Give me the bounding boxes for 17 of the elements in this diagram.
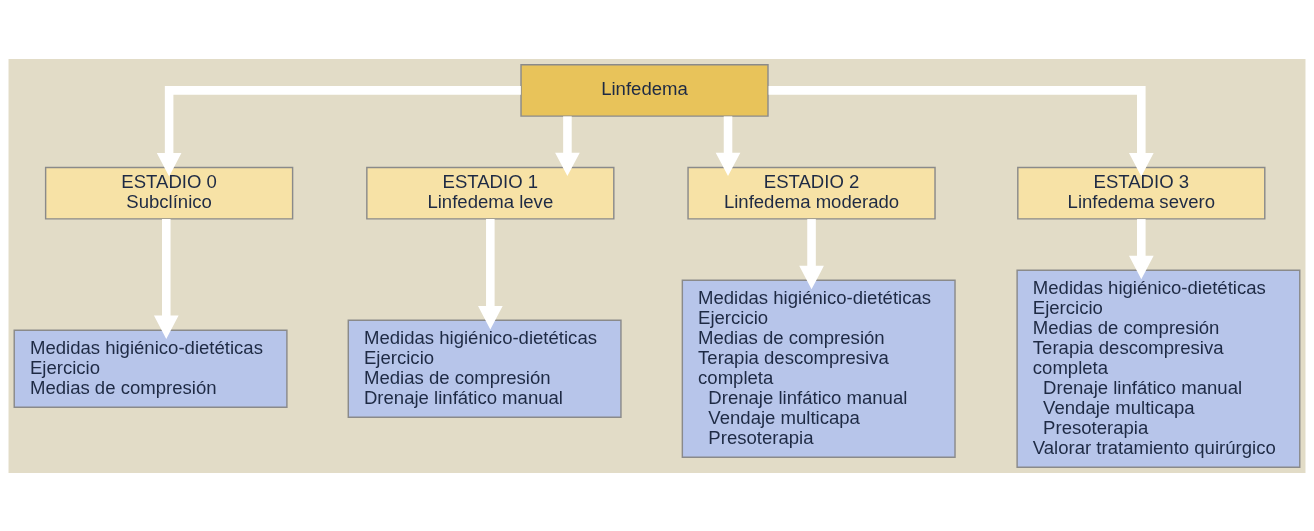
node-box: ESTADIO 0 Subclínico [44,166,294,220]
arrow [715,115,741,176]
arrow [1129,218,1154,279]
node-box: Medidas higiénico-dietéticas Ejercicio Medias de compresión Drenaje linfático manual [347,319,622,418]
node-box: Medidas higiénico-dietéticas Ejercicio Medias de compresión Terapia descompresiva completa Drenaje linfático manual Vendaje multicapa Presoterapia Valorar tratamiento quirúrgico [1016,269,1301,468]
node-box: ESTADIO 1 Linfedema leve [366,166,615,220]
node-box: ESTADIO 3 Linfedema severo [1017,166,1266,220]
arrow [156,85,521,176]
node-box: Medidas higiénico-dietéticas Ejercicio Medias de compresión [13,329,288,408]
node-box: ESTADIO 2 Linfedema moderado [687,166,936,220]
node-box: Medidas higiénico-dietéticas Ejercicio Medias de compresión Terapia descompresiva completa Drenaje linfático manual Vendaje multicapa Presoterapia [681,279,956,458]
arrow [768,85,1154,176]
arrow [799,218,824,289]
node-box: Linfedema [520,63,769,117]
arrow [555,115,580,176]
arrow [478,218,503,329]
arrow [153,218,179,339]
